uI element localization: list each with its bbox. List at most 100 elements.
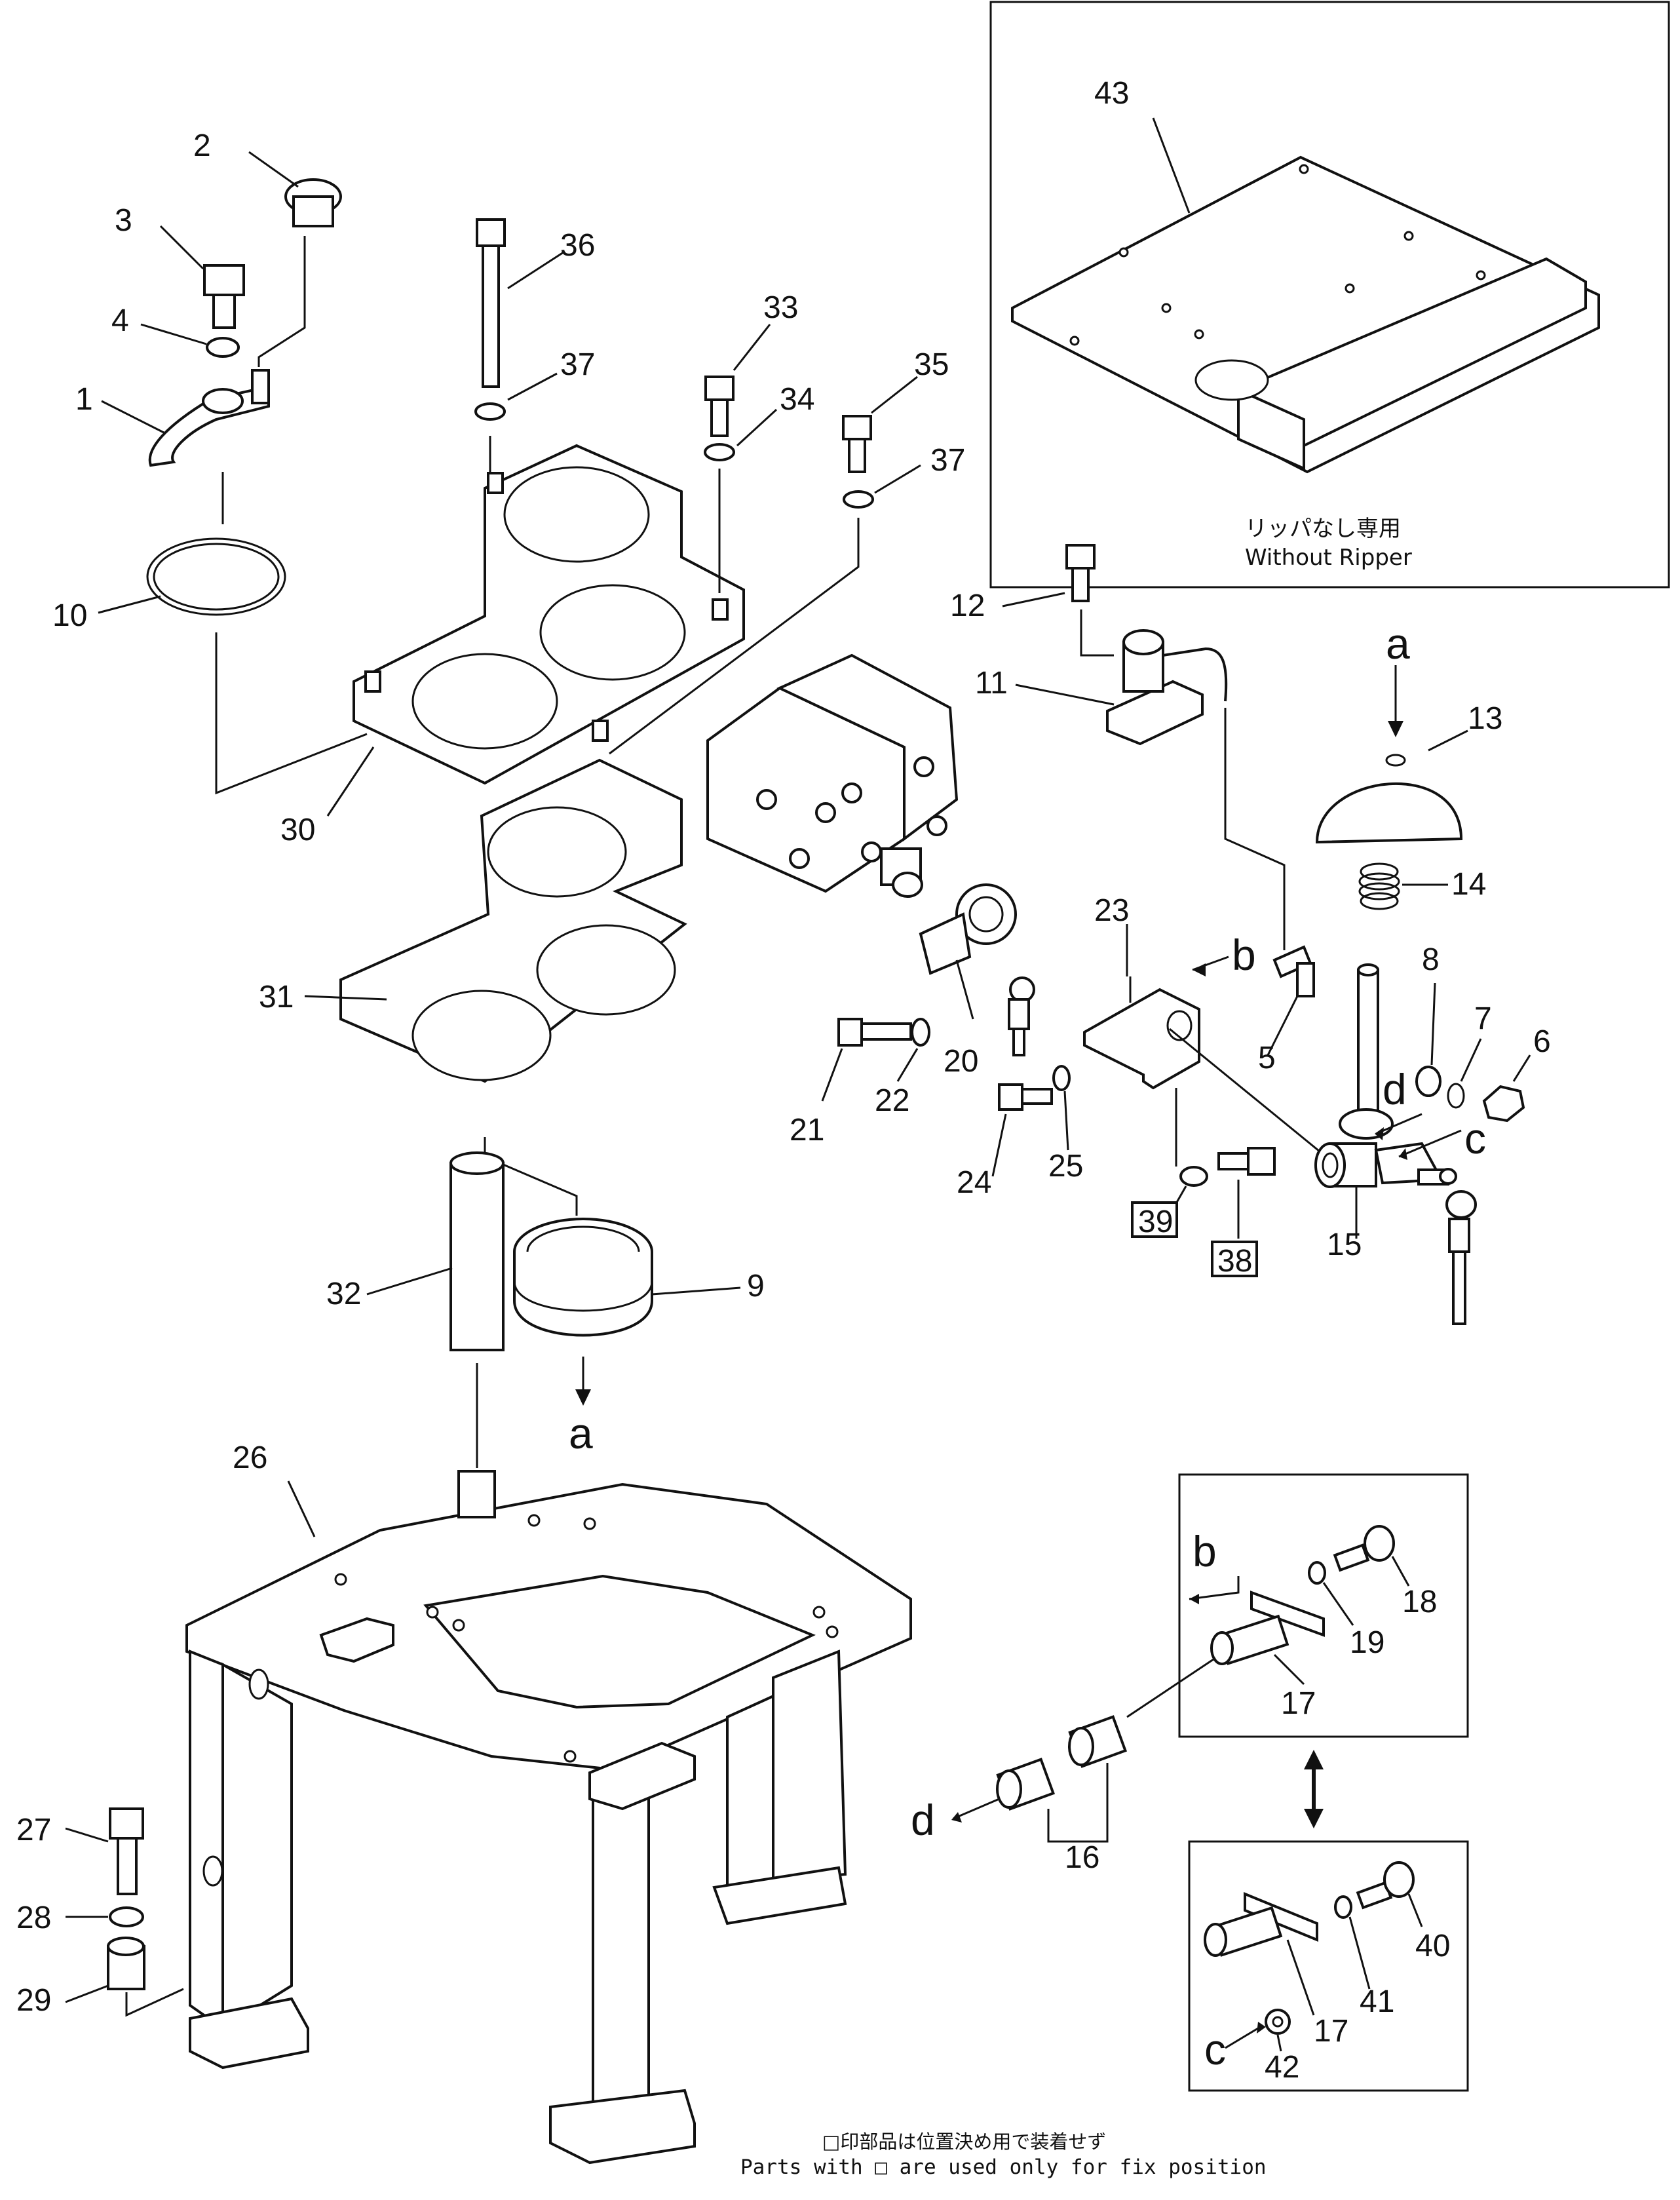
label-6: 6 <box>1533 1024 1551 1059</box>
part-6-nut <box>1482 1085 1525 1123</box>
label-35: 35 <box>914 347 949 382</box>
part-27-bolt <box>109 1807 144 1840</box>
inset-frame <box>989 1 1670 589</box>
group-23: 23 b 24 25 39 38 <box>957 893 1331 1279</box>
pin-17-c-plate <box>1244 1892 1318 1942</box>
group-11: 12 11 <box>950 544 1286 950</box>
footnote-en: Parts with □ are used only for fix posit… <box>740 2155 1267 2179</box>
part-35-bolt <box>842 415 872 440</box>
label-34: 34 <box>780 382 814 417</box>
label-1: 1 <box>75 382 93 417</box>
label-20: 20 <box>944 1044 978 1079</box>
part-24-bolt <box>998 1083 1023 1111</box>
label-42: 42 <box>1265 2050 1299 2085</box>
label-15: 15 <box>1327 1227 1362 1262</box>
part-25-washer <box>1052 1065 1071 1091</box>
label-28: 28 <box>16 1901 51 1935</box>
label-23: 23 <box>1094 893 1129 928</box>
inset-c-frame <box>1188 1840 1469 2092</box>
part-8-washer <box>1415 1066 1441 1097</box>
ref-b-main: b <box>1232 931 1256 979</box>
label-27: 27 <box>16 1813 51 1847</box>
label-41: 41 <box>1360 1984 1394 2019</box>
group-shaft: 5 13 a 14 15 <box>1258 619 1551 1325</box>
ref-a-top: a <box>1386 619 1410 668</box>
group-frame: 26 <box>185 1440 912 2165</box>
part-4-washer <box>206 337 240 358</box>
part-19-washer <box>1308 1561 1326 1585</box>
label-9: 9 <box>747 1269 765 1303</box>
part-7-snap-ring <box>1447 1083 1465 1109</box>
label-31: 31 <box>259 980 294 1014</box>
label-33: 33 <box>763 290 798 325</box>
part-15-shaft <box>1357 969 1379 1125</box>
part-3-bolt <box>203 264 245 296</box>
label-14: 14 <box>1451 867 1486 902</box>
ref-a-bottom: a <box>569 1409 593 1457</box>
inset-caption-jp: リッパなし専用 <box>1245 516 1401 542</box>
part-41-washer <box>1334 1895 1352 1919</box>
frame-leg-left <box>189 1650 224 2031</box>
label-box-38 <box>1211 1241 1258 1277</box>
cover-plate <box>1011 155 1600 474</box>
group-plates: 30 31 <box>259 444 745 1216</box>
part-32-pipe <box>449 1162 505 1351</box>
cover-hole <box>1194 359 1269 401</box>
part-13-cap <box>1315 782 1463 844</box>
label-4: 4 <box>111 303 129 338</box>
label-29: 29 <box>16 1983 51 2018</box>
label-32: 32 <box>326 1277 361 1311</box>
label-box-39 <box>1131 1201 1178 1238</box>
label-22: 22 <box>875 1083 909 1118</box>
part-34-washer <box>704 443 735 461</box>
label-17-a: 17 <box>1281 1686 1316 1721</box>
ref-d-inset: d <box>911 1796 935 1844</box>
label-17-b: 17 <box>1314 2014 1348 2049</box>
double-arrow <box>1304 1750 1324 1828</box>
part-23-lever <box>1083 988 1200 1090</box>
label-30: 30 <box>280 813 315 847</box>
inset-b-frame <box>1178 1473 1469 1738</box>
label-11: 11 <box>975 666 1008 701</box>
label-21: 21 <box>790 1113 824 1148</box>
label-16: 16 <box>1065 1840 1099 1875</box>
part-18-bolt <box>1333 1543 1370 1572</box>
group-16: 16 d <box>911 1715 1128 1875</box>
group-9-32: 9 a 32 <box>326 1151 765 1468</box>
label-37: 37 <box>560 347 595 382</box>
label-5: 5 <box>1258 1041 1276 1075</box>
label-7: 7 <box>1474 1001 1492 1036</box>
label-37-b: 37 <box>930 443 965 478</box>
ref-c-main: c <box>1464 1114 1486 1163</box>
part-36-bolt <box>476 218 506 247</box>
part-33-bolt <box>704 376 735 401</box>
label-26: 26 <box>233 1440 267 1475</box>
label-24: 24 <box>957 1165 991 1200</box>
group-clamp: 2 3 4 1 10 <box>52 128 368 795</box>
part-11-bracket <box>1106 680 1204 746</box>
label-39: 39 <box>1138 1205 1173 1239</box>
label-2: 2 <box>193 128 211 163</box>
part-10-ring <box>146 537 286 616</box>
label-13: 13 <box>1468 701 1502 736</box>
cover-box-end <box>1237 387 1305 471</box>
frame-foot-left <box>189 1997 309 2070</box>
label-18: 18 <box>1402 1585 1437 1619</box>
part-21-bolt <box>837 1018 863 1047</box>
label-8: 8 <box>1422 942 1440 977</box>
inset-b: b 17 19 18 <box>1178 1473 1469 1738</box>
part-28-washer <box>109 1906 144 1927</box>
group-27-29: 27 28 29 <box>16 1807 184 2018</box>
footnote-jp: □印部品は位置決め用で装着せず <box>822 2131 1106 2153</box>
group-valve <box>706 653 959 898</box>
ref-c-inset: c <box>1204 2025 1226 2074</box>
label-25: 25 <box>1048 1149 1083 1184</box>
ref-d-main: d <box>1383 1065 1407 1113</box>
part-22-washer <box>911 1018 930 1047</box>
inset-c: 17 41 40 42 c <box>1188 1840 1469 2092</box>
inset-without-ripper: 43 リッパなし専用 Without Ripper <box>989 1 1670 589</box>
label-36: 36 <box>560 228 595 263</box>
label-19: 19 <box>1350 1625 1384 1660</box>
part-39-washer <box>1179 1166 1208 1187</box>
